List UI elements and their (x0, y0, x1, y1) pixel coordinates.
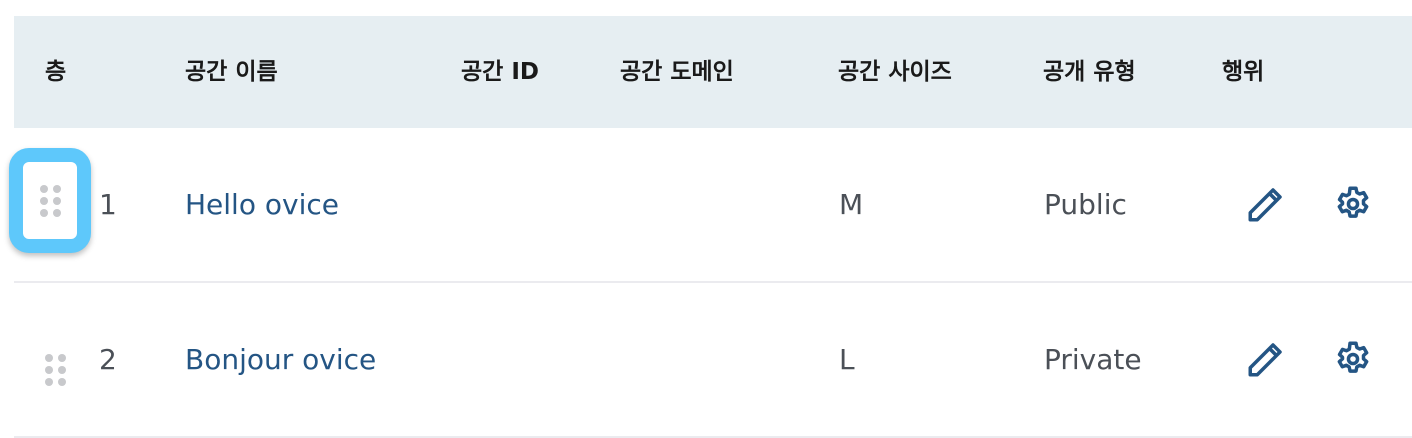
column-header-space-domain: 공간 도메인 (620, 59, 734, 85)
drag-handle[interactable] (9, 148, 91, 253)
drag-handle-icon (39, 184, 61, 217)
gear-icon (1337, 341, 1369, 373)
settings-button[interactable] (1331, 182, 1375, 226)
settings-button[interactable] (1331, 337, 1375, 381)
pencil-icon (1248, 343, 1282, 377)
column-header-space-name: 공간 이름 (185, 59, 278, 85)
edit-button[interactable] (1244, 337, 1288, 381)
pencil-icon (1248, 188, 1282, 222)
visibility: Private (1044, 343, 1142, 376)
visibility: Public (1044, 188, 1127, 221)
space-size: L (839, 343, 855, 376)
spaces-table: 층 공간 이름 공간 ID 공간 도메인 공간 사이즈 공개 유형 행위 1 H… (9, 16, 1412, 438)
floor-number: 1 (99, 188, 117, 221)
floor-number: 2 (99, 343, 117, 376)
space-name-link[interactable]: Bonjour ovice (185, 343, 377, 376)
space-size: M (839, 188, 864, 221)
column-header-actions: 행위 (1222, 59, 1265, 85)
table-row: 1 Hello ovice M Public (9, 128, 1412, 283)
column-header-space-size: 공간 사이즈 (838, 59, 952, 85)
gear-icon (1337, 186, 1369, 218)
column-header-space-id: 공간 ID (461, 59, 539, 85)
column-header-visibility: 공개 유형 (1043, 59, 1136, 85)
table-header: 층 공간 이름 공간 ID 공간 도메인 공간 사이즈 공개 유형 행위 (14, 16, 1412, 128)
drag-handle-icon (44, 354, 66, 386)
edit-button[interactable] (1244, 182, 1288, 226)
drag-handle[interactable] (24, 339, 86, 401)
space-name-link[interactable]: Hello ovice (185, 188, 339, 221)
table-row: 2 Bonjour ovice L Private (14, 283, 1412, 438)
column-header-floor: 층 (45, 59, 67, 85)
